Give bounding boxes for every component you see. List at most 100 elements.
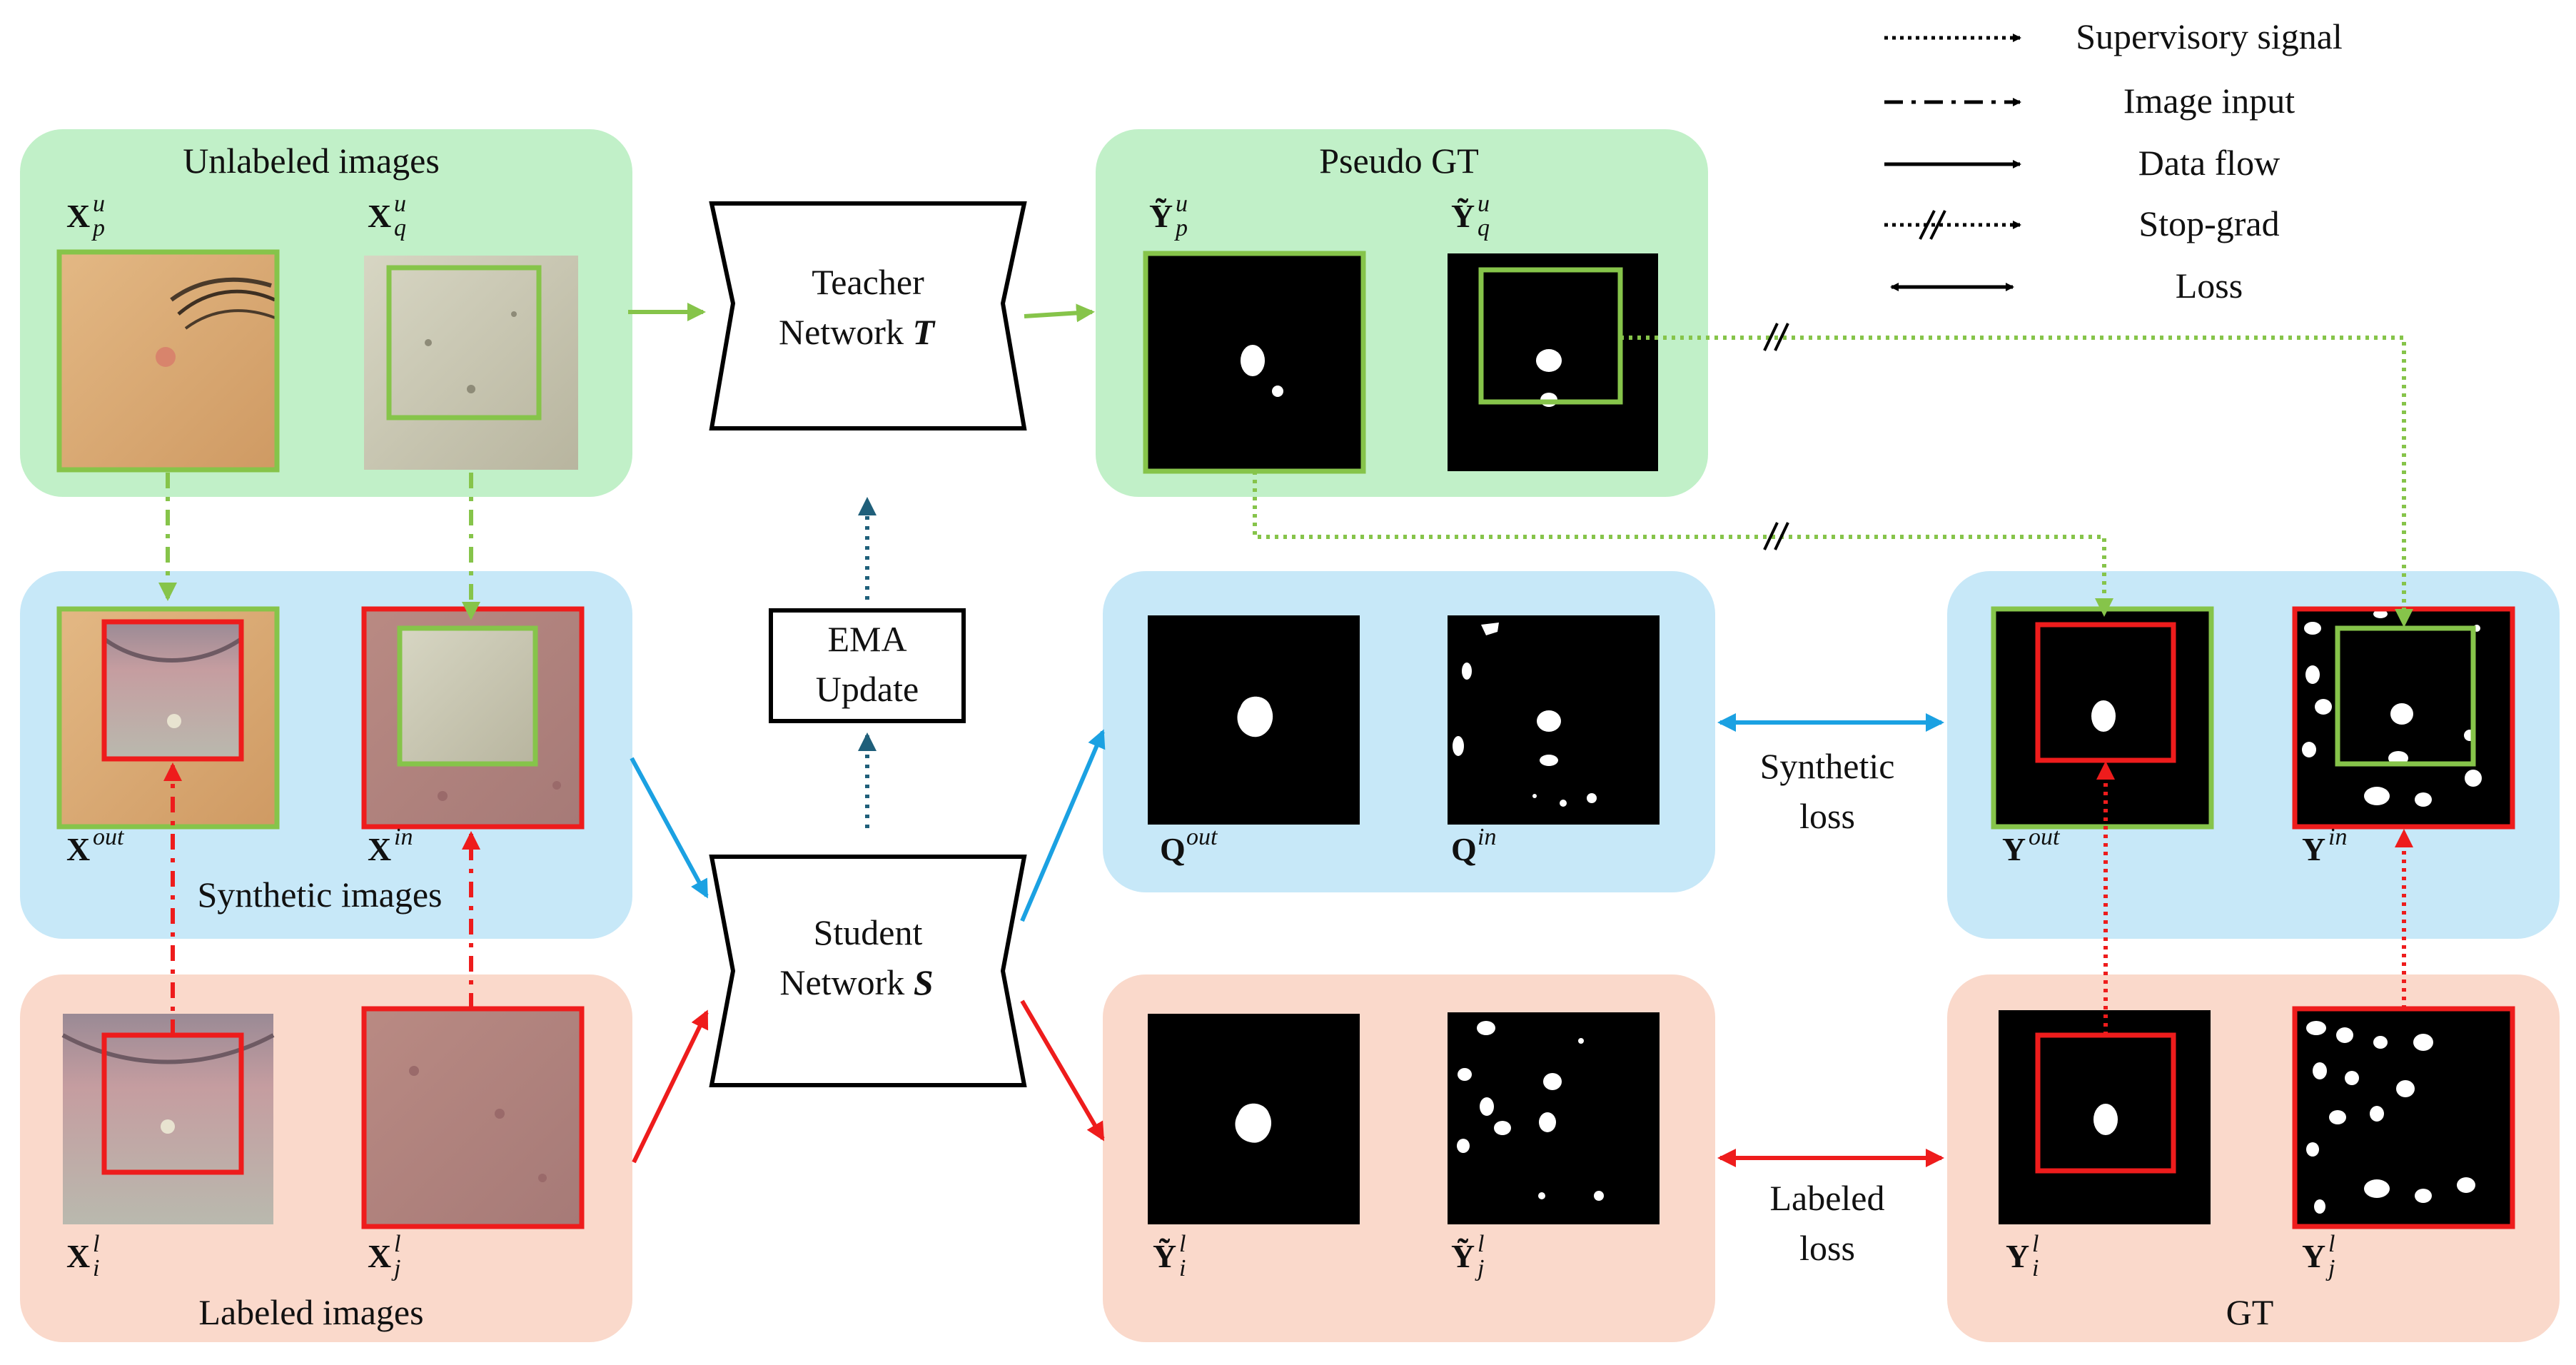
svg-text:X: X [368,1238,391,1274]
mask-ypu [1143,251,1366,474]
svg-text:X: X [368,831,391,867]
legend: Supervisory signal Image input Data flow… [1884,16,2343,306]
mask-qout [1148,615,1360,825]
image-xqu [364,256,578,470]
symbol-qout: Q out [1160,824,1218,867]
panel-title-synthetic: Synthetic images [198,875,443,915]
svg-text:l: l [394,1231,400,1257]
image-xil [61,1014,275,1224]
legend-image-input-label: Image input [2123,81,2295,121]
svg-text:i: i [2032,1255,2039,1281]
ema-update-label-line1: EMA [827,619,906,659]
svg-text:out: out [93,824,125,850]
symbol-xout: X out [66,824,125,867]
svg-text:u: u [394,191,406,217]
symbol-qin: Q in [1451,824,1496,867]
synthetic-loss-label-line2: loss [1799,796,1855,836]
svg-text:Y: Y [2002,831,2026,867]
image-xpu [56,249,280,473]
svg-text:Ỹ: Ỹ [1149,198,1173,234]
student-network-shape [709,855,1027,1087]
svg-text:Y: Y [2006,1238,2029,1274]
svg-text:X: X [66,198,90,234]
symbol-xin: X in [368,824,413,867]
symbol-yqu: Ỹ u q [1451,191,1490,241]
labeled-loss-label-line1: Labeled [1769,1178,1884,1218]
mask-yqu [1448,253,1658,471]
svg-text:Q: Q [1451,831,1477,867]
svg-text:Q: Q [1160,831,1186,867]
svg-text:l: l [2328,1231,2335,1257]
svg-text:Y: Y [2302,831,2325,867]
symbol-xqu: X u q [368,191,406,241]
symbol-yjl-pred: Ỹ l j [1451,1231,1484,1281]
ema-update-box [769,608,966,723]
synthetic-loss-label-line1: Synthetic [1760,746,1895,786]
svg-text:u: u [1478,191,1490,217]
arrow-ypu-to-yout-stopgrad [1253,471,2113,617]
svg-text:p: p [91,215,105,241]
legend-supervisory-label: Supervisory signal [2076,16,2343,56]
mask-yout [1991,606,2214,830]
svg-text:out: out [1186,824,1218,850]
svg-text:X: X [66,1238,90,1274]
svg-text:Ỹ: Ỹ [1451,198,1475,234]
ema-update-label-line2: Update [816,669,919,709]
panel-title-gt: GT [2226,1292,2274,1332]
arrow-student-to-labeled-output [1020,999,1105,1142]
student-network-label-line2: Network S [779,962,933,1002]
labeled-loss-label-line2: loss [1799,1228,1855,1268]
teacher-network-shape [709,201,1027,430]
svg-text:l: l [2032,1231,2039,1257]
svg-text:u: u [93,191,105,217]
image-xout [56,606,280,830]
svg-text:X: X [368,198,391,234]
legend-stop-grad-label: Stop-grad [2138,203,2279,243]
svg-text:in: in [1478,824,1496,850]
svg-text:i: i [93,1255,99,1281]
panel-title-labeled: Labeled images [198,1292,423,1332]
legend-data-flow-label: Data flow [2138,143,2280,183]
svg-text:X: X [66,831,90,867]
panel-title-unlabeled: Unlabeled images [183,141,440,181]
arrow-teacher-to-pseudo-gt [1024,303,1095,323]
legend-stop-grad-slash [1929,210,1946,240]
svg-text:Y: Y [2302,1238,2325,1274]
image-xjl [361,1006,585,1229]
arrow-synthetic-to-student [630,757,709,899]
stop-grad-mark [1763,522,1789,550]
symbol-yout: Y out [2002,824,2061,867]
symbol-ypu: Ỹ u p [1149,191,1188,241]
symbol-xil: X l i [66,1231,99,1281]
mask-yin [2292,606,2515,830]
mask-yjl-gt [2292,1006,2515,1229]
svg-text:q: q [394,215,406,241]
mask-yil-pred [1148,1014,1360,1224]
legend-stop-grad-slash [1919,210,1936,240]
stop-grad-mark [1763,323,1789,351]
svg-text:u: u [1176,191,1188,217]
symbol-yil-pred: Ỹ l i [1153,1231,1186,1281]
svg-text:p: p [1174,215,1188,241]
symbol-xjl: X l j [368,1231,400,1281]
arrow-student-to-synthetic-output [1020,729,1106,922]
symbol-yin: Y in [2302,824,2347,867]
symbol-yil-gt: Y l i [2006,1231,2039,1281]
svg-text:l: l [93,1231,99,1257]
svg-text:j: j [391,1255,400,1281]
arrow-labeled-to-student [632,1009,709,1164]
svg-text:in: in [394,824,413,850]
legend-loss-label: Loss [2176,266,2243,306]
teacher-network-label-line1: Teacher [812,262,924,302]
svg-text:l: l [1179,1231,1186,1257]
mask-qin [1448,615,1660,825]
image-xin [361,606,585,830]
svg-text:Ỹ: Ỹ [1451,1238,1475,1274]
teacher-network-label-line2: Network T [779,312,936,352]
svg-text:l: l [1478,1231,1484,1257]
symbol-xpu: X u p [66,191,105,241]
svg-text:Ỹ: Ỹ [1153,1238,1176,1274]
svg-text:j: j [2325,1255,2335,1281]
